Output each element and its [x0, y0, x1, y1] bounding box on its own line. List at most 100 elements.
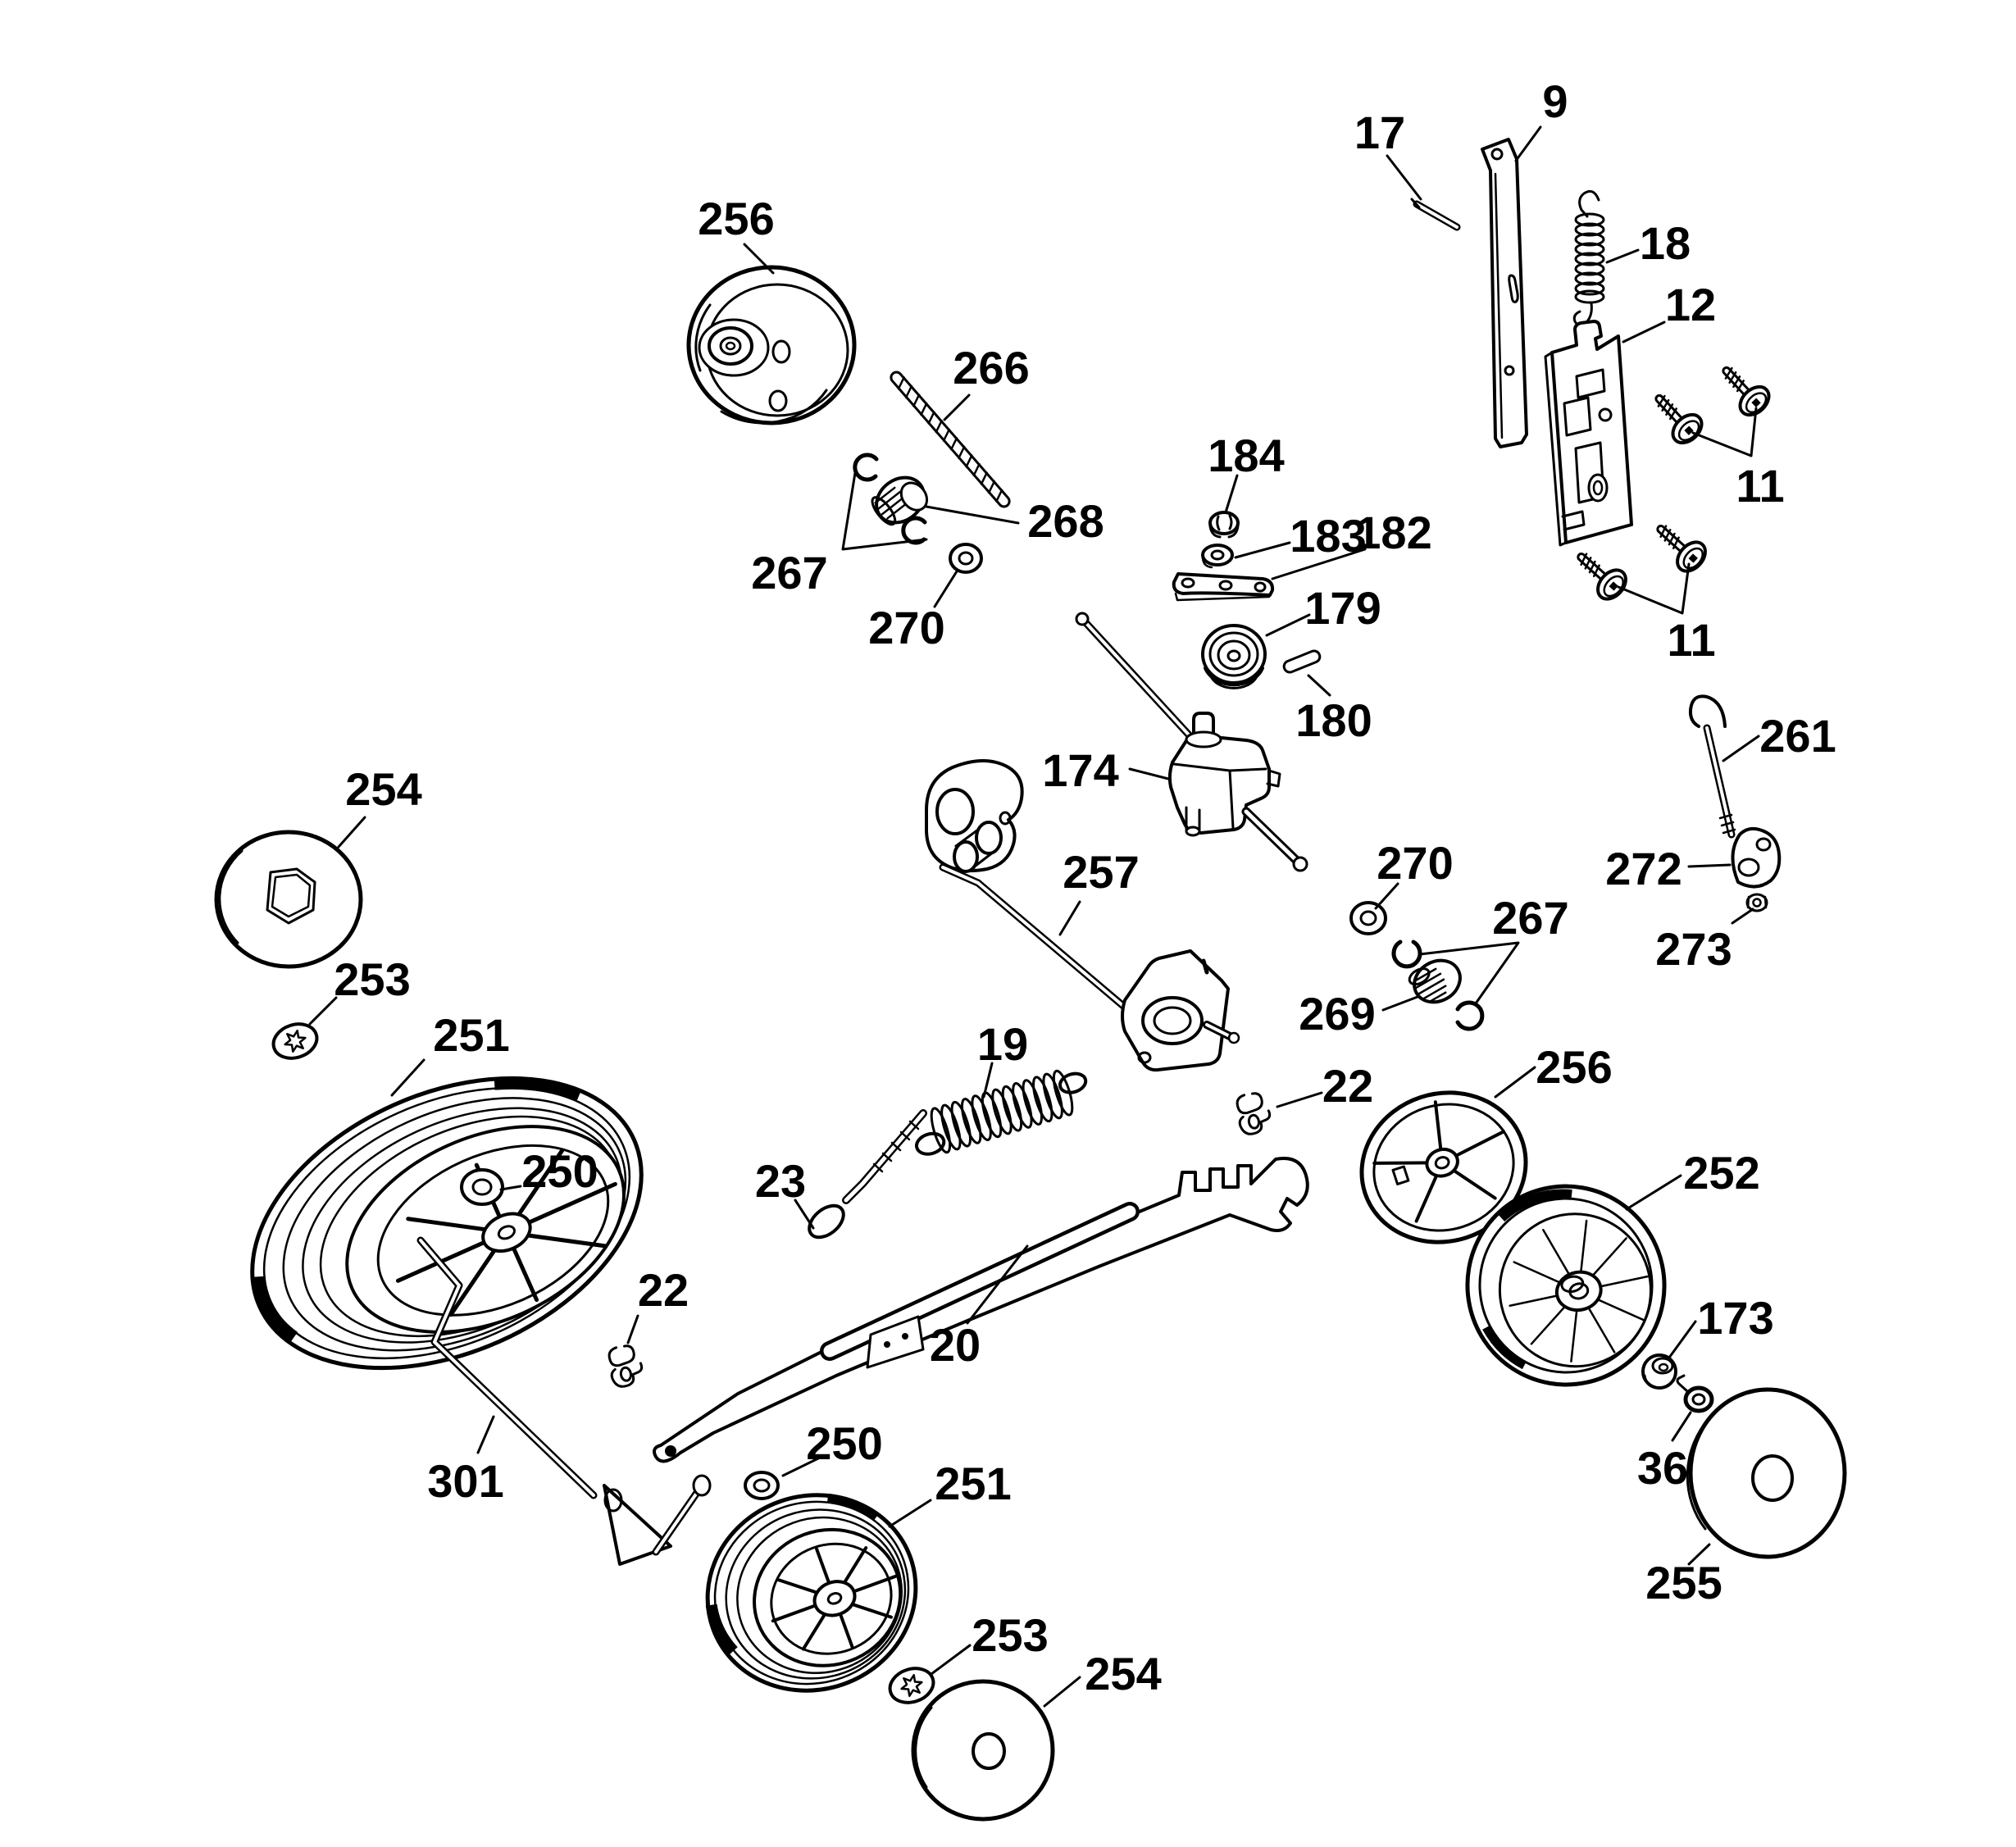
callout-270-top: 270 — [868, 602, 944, 653]
part-flanged-nut-173 — [1641, 1353, 1677, 1390]
leader-253-bottom — [930, 1644, 972, 1676]
callout-255: 255 — [1645, 1557, 1722, 1608]
callout-267-right: 267 — [1492, 892, 1568, 944]
part-spring-18 — [1572, 189, 1605, 327]
callout-250-bottom: 250 — [806, 1417, 882, 1469]
part-hook-rod-261 — [1688, 694, 1736, 839]
part-pinion-gear-268 — [871, 475, 929, 526]
leader-22-left — [626, 1314, 639, 1344]
part-washer-270-upper — [949, 543, 983, 574]
part-hubcap-254-left — [214, 830, 363, 969]
callout-256-topleft: 256 — [698, 193, 774, 244]
part-clip-22-right — [1236, 1092, 1272, 1135]
callout-11-top: 11 — [1736, 460, 1784, 512]
callout-252: 252 — [1683, 1147, 1759, 1199]
part-pulley-cover-256 — [686, 265, 857, 425]
callout-labels: 256 266 268 267 270 184 183 182 179 180 … — [334, 75, 1836, 1699]
leader-250-left — [499, 1185, 522, 1191]
part-key-180 — [1282, 649, 1322, 674]
leader-256-topleft — [743, 243, 775, 275]
callout-17: 17 — [1354, 107, 1405, 158]
leader-11-top — [1691, 407, 1758, 457]
part-screw-11-d — [1577, 553, 1627, 601]
callout-256-right: 256 — [1536, 1041, 1612, 1093]
part-spring-19 — [915, 1069, 1088, 1156]
callout-254-left: 254 — [345, 763, 421, 815]
callout-20: 20 — [930, 1319, 981, 1371]
leader-19 — [982, 1062, 994, 1099]
part-shift-rod-assembly-257 — [925, 759, 1240, 1072]
leader-20 — [966, 1244, 1029, 1325]
callout-270-right: 270 — [1377, 837, 1453, 889]
callout-254-bottom: 254 — [1085, 1648, 1161, 1699]
callout-184: 184 — [1208, 430, 1284, 481]
leader-268 — [925, 505, 1020, 525]
callout-269: 269 — [1299, 988, 1375, 1040]
leader-251-left — [390, 1058, 425, 1097]
callout-19: 19 — [977, 1018, 1028, 1070]
part-pulley-179 — [1201, 624, 1267, 689]
leader-12 — [1622, 321, 1666, 343]
part-pivot-bracket-182 — [1172, 572, 1275, 602]
callout-261: 261 — [1759, 710, 1836, 762]
part-hubcap-254-bottom — [911, 1679, 1055, 1822]
leader-250-bottom — [781, 1456, 821, 1477]
part-retaining-ring-267-right-lower — [1455, 1000, 1485, 1031]
part-threaded-shaft-266 — [890, 371, 1011, 508]
callout-257: 257 — [1063, 846, 1139, 898]
callout-179: 179 — [1304, 582, 1381, 634]
leader-23 — [794, 1199, 815, 1230]
callout-18: 18 — [1640, 217, 1691, 269]
leader-173 — [1668, 1320, 1697, 1359]
part-bent-rod-301 — [416, 1236, 712, 1566]
callout-253-left: 253 — [334, 953, 410, 1005]
callout-182: 182 — [1355, 507, 1431, 558]
leader-183 — [1234, 541, 1291, 559]
leader-253-left — [308, 996, 338, 1026]
leader-36 — [1671, 1411, 1692, 1442]
leader-255 — [1687, 1543, 1711, 1566]
leader-273 — [1731, 908, 1754, 925]
leader-22-right — [1276, 1091, 1323, 1108]
part-clip-22-left — [608, 1344, 644, 1388]
part-pulley-256-right — [1359, 1090, 1528, 1244]
leader-180 — [1307, 674, 1331, 697]
callout-9: 9 — [1542, 75, 1568, 127]
part-retaining-ring-267-right-upper — [1391, 939, 1422, 969]
part-mounting-plate-12 — [1544, 320, 1633, 547]
leader-179 — [1265, 613, 1311, 637]
callout-173: 173 — [1697, 1292, 1773, 1344]
part-gearbox-174 — [1075, 612, 1308, 872]
callout-22-left: 22 — [638, 1264, 689, 1316]
leader-270-right — [1374, 882, 1399, 910]
leader-267-right — [1418, 941, 1520, 1005]
part-hubcap-255 — [1686, 1387, 1847, 1559]
part-washer-250-left — [460, 1168, 504, 1206]
leader-11-bottom — [1617, 562, 1691, 615]
callout-23: 23 — [755, 1155, 806, 1207]
callout-267-topleft: 267 — [751, 547, 827, 598]
leader-257 — [1058, 900, 1081, 936]
leader-266 — [943, 394, 971, 421]
part-star-washer-253-left — [271, 1022, 319, 1060]
callout-174: 174 — [1042, 744, 1118, 796]
part-bevel-gear-269 — [1408, 958, 1462, 1004]
part-wheel-251-bottom — [705, 1493, 918, 1693]
part-washer-250-bottom — [744, 1471, 780, 1500]
part-retaining-ring-267-upper — [853, 453, 879, 482]
leader-270-top — [933, 570, 958, 608]
leader-9 — [1514, 125, 1542, 162]
callout-253-bottom: 253 — [972, 1609, 1048, 1661]
part-screw-11-b — [1654, 394, 1704, 445]
leader-252 — [1625, 1174, 1682, 1211]
part-link-plate-272 — [1731, 826, 1782, 889]
part-screw-11-a — [1722, 366, 1771, 417]
leader-254-left — [337, 816, 366, 848]
callout-250-left: 250 — [521, 1145, 598, 1197]
callout-272: 272 — [1605, 843, 1682, 894]
callout-12: 12 — [1665, 279, 1716, 330]
callout-183: 183 — [1290, 510, 1366, 562]
part-wheel-251-left — [250, 1076, 644, 1371]
leader-lines — [308, 125, 1760, 1708]
